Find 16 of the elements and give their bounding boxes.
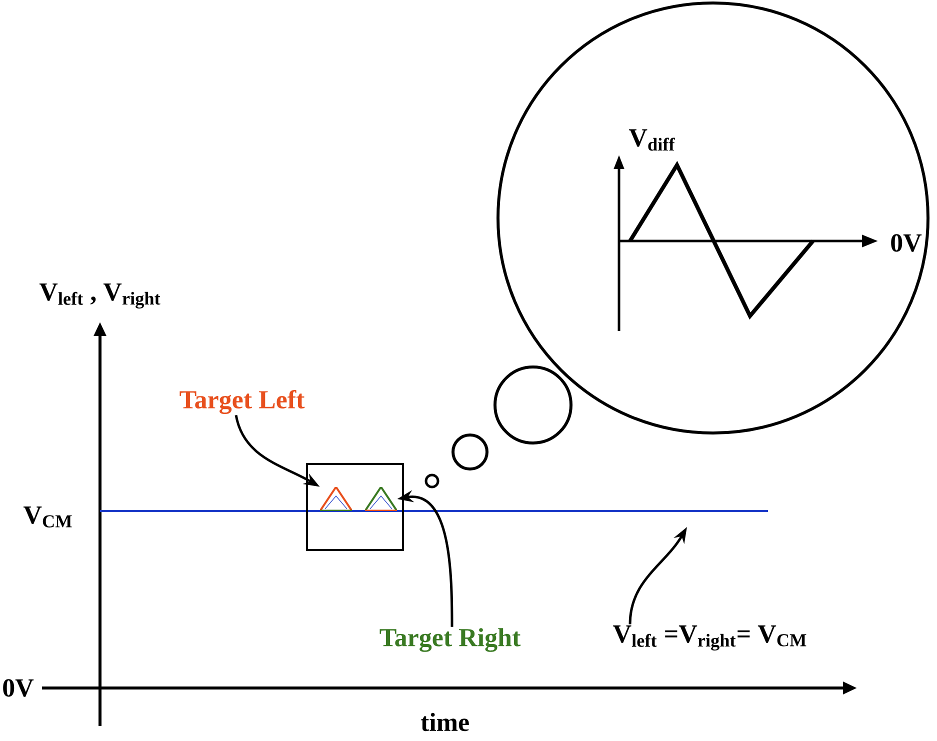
axis-label: 0V	[3, 679, 34, 697]
signal-triangle	[320, 487, 352, 511]
thought-bubble	[494, 366, 572, 444]
axis-label: time	[420, 712, 469, 732]
axis-label: V$_{diff}$	[629, 129, 675, 151]
zoom-box	[306, 463, 404, 551]
axis-label: V$_{CM}$	[24, 506, 72, 528]
thought-bubble	[424, 474, 440, 488]
target-label: Target Left	[180, 390, 305, 414]
thought-bubble	[496, 2, 930, 434]
axis-label: 0V	[891, 234, 922, 252]
thought-bubble	[452, 434, 488, 470]
equation-label: V$_{left}$ =V$_{right}$= V$_{CM}$	[613, 625, 806, 651]
signal-triangle	[365, 487, 397, 511]
axis-label: V$_{left}$ , V$_{right}$	[39, 283, 160, 309]
target-label: Target Right	[380, 628, 521, 652]
